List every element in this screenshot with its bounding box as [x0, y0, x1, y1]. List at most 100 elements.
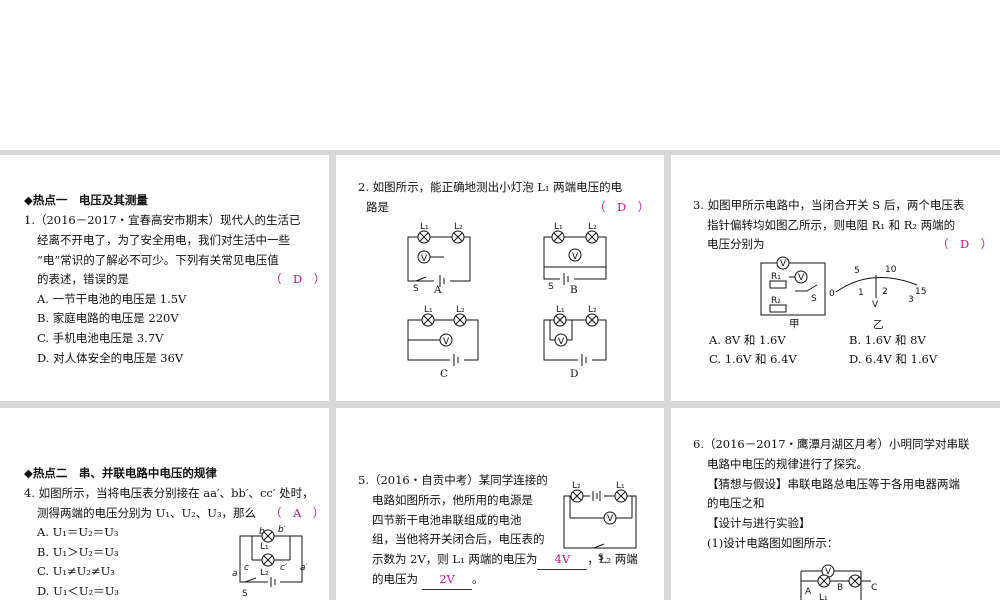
- q3-voltmeter-2-label: V: [798, 273, 805, 283]
- q3-r1-label: R₁: [771, 272, 781, 282]
- card-question-2: 2. 如图所示，能正确地测出小灯泡 L₁ 两端电压的电 路是 （ D ）: [336, 155, 664, 401]
- q6-line-1: 6.（2016－2017・鹰潭月湖区月考）小明同学对串联: [693, 437, 970, 451]
- q1-option-d: D. 对人体安全的电压是 36V: [37, 351, 184, 365]
- circuit-b-voltmeter-label: V: [572, 252, 579, 262]
- circuit-c-l2-label: L₂: [456, 305, 465, 315]
- q6-line-2: 电路中电压的规律进行了探究。: [707, 457, 868, 471]
- q3-scale-small-3: 3: [908, 295, 914, 305]
- q1-line-2: 经离不开电了，为了安全用电，我们对生活中一些: [37, 233, 290, 247]
- circuit-c-l1-label: L₁: [424, 305, 433, 315]
- q5-line-5-end: ，L₂ 两端: [587, 552, 638, 566]
- q4-line-1: 4. 如图所示，当将电压表分别接在 aa′、bb′、cc′ 处时，: [24, 486, 314, 500]
- circuit-b-l2-label: L₂: [588, 222, 597, 232]
- q3-option-d: D. 6.4V 和 1.6V: [849, 352, 938, 366]
- q5-line-6-end: 。: [472, 572, 484, 586]
- section-heading: ◆热点一 电压及其测量: [24, 193, 148, 207]
- card-question-6: 6.（2016－2017・鹰潭月湖区月考）小明同学对串联 电路中电压的规律进行了…: [671, 408, 1000, 600]
- q3-scale-small-2: 2: [882, 287, 888, 297]
- q3-voltmeter-1-label: V: [780, 259, 787, 269]
- q3-scale-10: 10: [885, 265, 897, 275]
- q4-answer: （ A ）: [270, 506, 325, 520]
- q3-r2-label: R₂: [771, 296, 781, 306]
- q4-option-c: C. U₁≠U₂≠U₃: [37, 564, 115, 578]
- q3-caption-jia: 甲: [789, 318, 800, 330]
- q6-line-5: 【设计与进行实验】: [707, 516, 811, 530]
- q3-line-3: 电压分别为: [707, 237, 765, 251]
- q1-line-4: 的表述，错误的是: [37, 272, 129, 286]
- q6-line-4: 的电压之和: [707, 496, 765, 510]
- q6-line-6: (1)设计电路图如图所示：: [707, 536, 839, 550]
- q2-circuit-diagrams: V V V V L₁ L₂ L₁ L₂ L₁ L₂ L₁ L₂ S S A B …: [407, 222, 607, 380]
- q4-label-s: S: [242, 589, 248, 599]
- q5-line-6-start: 的电压为: [372, 572, 418, 586]
- circuit-a-switch-label: S: [413, 284, 419, 294]
- q5-label-l2: L₂: [572, 481, 581, 491]
- q6-voltmeter-label: V: [825, 567, 832, 577]
- q4-label-l2: L₂: [260, 568, 269, 578]
- q1-option-a: A. 一节干电池的电压是 1.5V: [37, 292, 187, 306]
- circuit-b-switch-label: S: [548, 282, 554, 292]
- q3-line-2: 指针偏转均如图乙所示，则电阻 R₁ 和 R₂ 两端的: [707, 218, 956, 232]
- q6-label-b: B: [837, 583, 843, 593]
- q1-option-c: C. 手机电池电压是 3.7V: [37, 331, 164, 345]
- q3-figure: V V R₁ R₂ S 甲 乙 0 5 10 15 1 2 3 V: [760, 256, 926, 331]
- card-hotspot-1: ◆热点一 电压及其测量 1.（2016－2017・宜春高安市期末）现代人的生活已…: [0, 155, 329, 401]
- q1-line-3: “电”常识的了解必不可少。下列有关常见电压值: [37, 253, 279, 267]
- q3-scale-15: 15: [915, 287, 926, 297]
- q3-answer: （ D ）: [937, 237, 993, 251]
- q2-line-1: 2. 如图所示，能正确地测出小灯泡 L₁ 两端电压的电: [358, 180, 623, 194]
- circuit-d-voltmeter-label: V: [558, 337, 565, 347]
- q4-label-b2: b′: [278, 525, 286, 535]
- q4-option-a: A. U₁＝U₂＝U₃: [37, 525, 119, 539]
- q5-line-5-start: 示数为 2V，则 L₁ 两端的电压为: [372, 552, 538, 566]
- q6-circuit: V A B C L₁: [800, 564, 877, 600]
- q4-label-a: a: [232, 569, 238, 579]
- card-question-5: 5.（2016・自贡中考）某同学连接的 电路如图所示，他所用的电源是 四节新干电…: [336, 408, 664, 600]
- q4-line-2: 测得两端的电压分别为 U₁、U₂、U₃，那么: [37, 506, 257, 520]
- q6-label-c: C: [871, 583, 877, 593]
- q5-line-1: 5.（2016・自贡中考）某同学连接的: [358, 473, 548, 487]
- circuit-a-caption: A: [433, 284, 442, 296]
- circuit-a-l1-label: L₁: [420, 222, 429, 232]
- q3-caption-yi: 乙: [873, 319, 884, 331]
- q5-line-4: 组，当他将开关闭合后，电压表的: [372, 532, 545, 546]
- q1-option-b: B. 家庭电路的电压是 220V: [37, 311, 179, 325]
- q3-option-b: B. 1.6V 和 8V: [849, 333, 926, 347]
- q6-label-l1: L₁: [819, 593, 828, 600]
- q4-label-a2: a′: [300, 563, 308, 573]
- q4-option-b: B. U₁＞U₂＝U₃: [37, 545, 119, 559]
- q2-answer: （ D ）: [594, 200, 650, 214]
- circuit-d-caption: D: [570, 368, 578, 380]
- q3-dial-v-label: V: [872, 300, 879, 310]
- q4-label-b: b: [259, 527, 265, 537]
- q4-label-c: c: [244, 563, 249, 573]
- q2-line-2: 路是: [366, 200, 389, 214]
- card-question-3: 3. 如图甲所示电路中，当闭合开关 S 后，两个电压表 指针偏转均如图乙所示，则…: [671, 155, 1000, 401]
- q3-scale-5: 5: [854, 266, 860, 276]
- q3-scale-0: 0: [829, 289, 835, 299]
- q5-blank-l1-voltage: 4V: [537, 549, 588, 570]
- q5-label-l1: L₁: [616, 481, 625, 491]
- q5-line-2: 电路如图所示，他所用的电源是: [372, 493, 533, 507]
- q4-option-d: D. U₁＜U₂＝U₃: [37, 584, 120, 598]
- q3-dial-yi: [835, 275, 918, 298]
- q5-voltmeter-label: V: [607, 514, 614, 524]
- card-hotspot-2: ◆热点二 串、并联电路中电压的规律 4. 如图所示，当将电压表分别接在 aa′、…: [0, 408, 329, 600]
- q3-scale-small-1: 1: [858, 288, 864, 298]
- q3-switch-label: S: [811, 294, 817, 304]
- q3-option-a: A. 8V 和 1.6V: [709, 333, 786, 347]
- q6-line-3: 【猜想与假设】串联电路总电压等于各用电器两端: [707, 477, 960, 491]
- q3-line-1: 3. 如图甲所示电路中，当闭合开关 S 后，两个电压表: [693, 198, 965, 212]
- circuit-c-voltmeter-label: V: [443, 337, 450, 347]
- q6-label-a: A: [805, 587, 812, 597]
- q4-circuit: a a′ b b′ c c′ L₁ L₂ S: [232, 525, 308, 599]
- circuit-b-caption: B: [570, 284, 578, 296]
- circuit-d-l1-label: L₁: [556, 305, 565, 315]
- q5-line-6: 的电压为 2V。: [372, 569, 484, 590]
- circuit-d: [543, 313, 607, 367]
- circuit-a-voltmeter-label: V: [421, 254, 428, 264]
- q4-label-c2: c′: [280, 563, 287, 573]
- circuit-a: [407, 230, 471, 289]
- q5-blank-l2-voltage: 2V: [422, 569, 472, 590]
